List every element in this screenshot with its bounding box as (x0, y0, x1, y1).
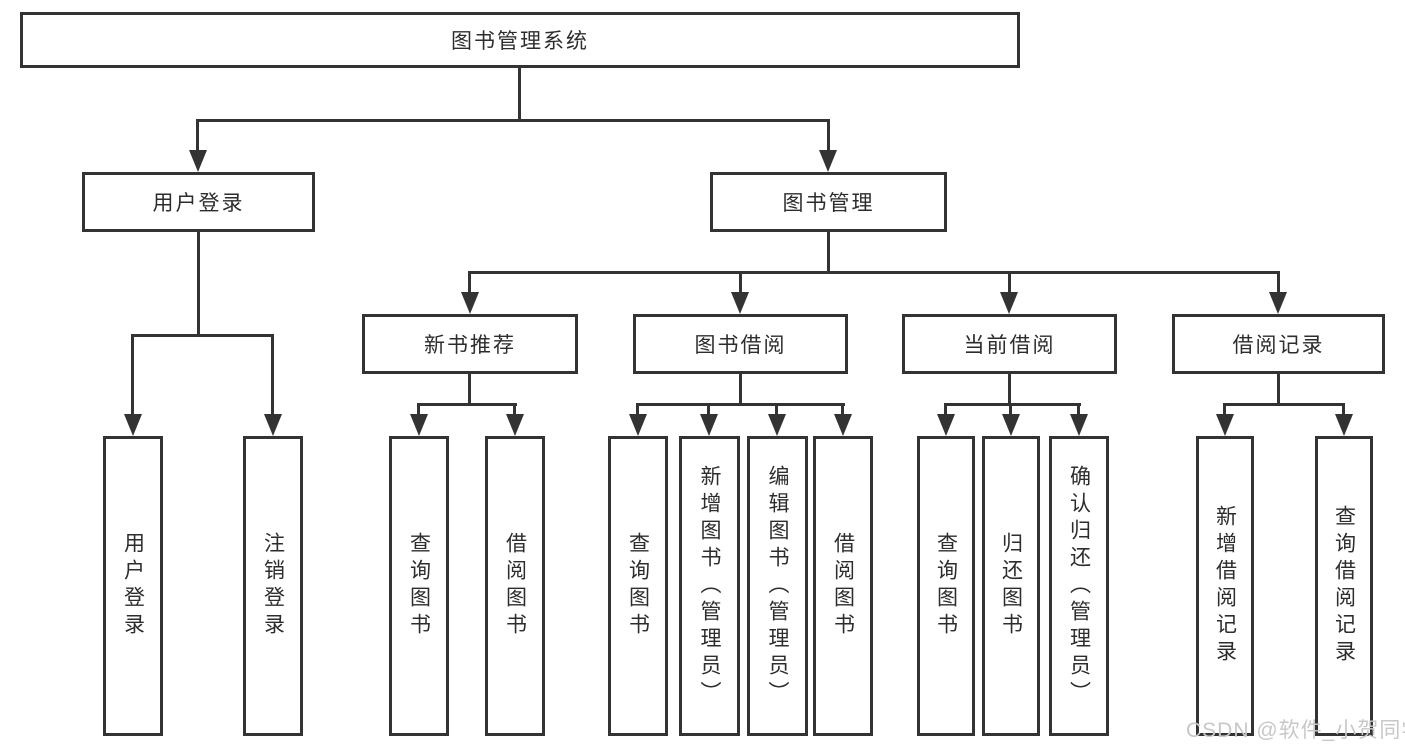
arrowhead-recommend-query (410, 414, 428, 436)
connector-root-stem (518, 68, 521, 122)
node-book-management: 图书管理 (710, 172, 947, 232)
connector-recommend-hline (417, 403, 517, 406)
arrowhead-book-borrow (731, 292, 749, 314)
connector-records-drop1 (1223, 403, 1226, 416)
arrowhead-borrow-add (700, 414, 718, 436)
arrowhead-book-management (819, 150, 837, 172)
arrowhead-borrow-edit (768, 414, 786, 436)
connector-records-stem (1277, 374, 1280, 406)
connector-recommend-drop1 (417, 403, 420, 416)
connector-borrow-drop3 (775, 403, 778, 416)
node-user-login: 用户登录 (82, 172, 315, 232)
connector-current-stem (1008, 374, 1011, 406)
csdn-watermark: CSDN @软件_小贺同学 (1186, 719, 1405, 742)
connector-root-hline (197, 119, 830, 122)
arrowhead-leaf-login (124, 414, 142, 436)
connector-current-drop2 (1009, 403, 1012, 416)
arrowhead-current-confirm (1070, 414, 1088, 436)
leaf-current-return-book: 归还图书 (982, 436, 1040, 736)
node-library-system: 图书管理系统 (20, 12, 1020, 68)
leaf-records-add-record: 新增借阅记录 (1196, 436, 1254, 736)
arrowhead-current-query (937, 414, 955, 436)
connector-recommend-stem (468, 374, 471, 406)
connector-borrow-drop2 (707, 403, 710, 416)
leaf-borrow-add-book-admin: 新增图书（管理员） (679, 436, 740, 736)
arrowhead-recommend-borrow (506, 414, 524, 436)
leaf-borrow-query-book: 查询图书 (608, 436, 668, 736)
connector-root-drop-right (827, 119, 830, 153)
leaf-current-confirm-return-admin: 确认归还（管理员） (1049, 436, 1109, 736)
connector-recommend-drop2 (513, 403, 516, 416)
arrowhead-records-query (1335, 414, 1353, 436)
arrowhead-leaf-logout (264, 414, 282, 436)
connector-userlogin-stem (197, 232, 200, 337)
connector-bookmgmt-drop2 (739, 271, 742, 294)
connector-records-hline (1223, 403, 1345, 406)
node-new-book-recommend: 新书推荐 (362, 314, 578, 374)
leaf-borrow-borrow-book: 借阅图书 (813, 436, 873, 736)
leaf-recommend-borrow-book: 借阅图书 (485, 436, 545, 736)
leaf-records-query-record: 查询借阅记录 (1315, 436, 1373, 736)
arrowhead-user-login (189, 150, 207, 172)
connector-bookmgmt-drop1 (468, 271, 471, 294)
connector-current-drop1 (944, 403, 947, 416)
connector-root-drop-left (196, 119, 199, 153)
leaf-recommend-query-book: 查询图书 (389, 436, 449, 736)
connector-bookmgmt-drop4 (1277, 271, 1280, 294)
connector-current-drop3 (1077, 403, 1080, 416)
leaf-logout: 注销登录 (243, 436, 303, 736)
connector-bookmgmt-drop3 (1008, 271, 1011, 294)
connector-current-hline (944, 403, 1081, 406)
arrowhead-borrow-query (629, 414, 647, 436)
connector-bookmgmt-hline (469, 271, 1280, 274)
leaf-borrow-edit-book-admin: 编辑图书（管理员） (747, 436, 808, 736)
connector-borrow-stem (739, 374, 742, 406)
arrowhead-borrow-records (1269, 292, 1287, 314)
connector-borrow-drop4 (841, 403, 844, 416)
arrowhead-records-add (1216, 414, 1234, 436)
connector-userlogin-hline (132, 334, 274, 337)
connector-userlogin-drop1 (131, 334, 134, 416)
arrowhead-current-borrow (1000, 292, 1018, 314)
node-current-borrow: 当前借阅 (902, 314, 1117, 374)
node-borrow-records: 借阅记录 (1172, 314, 1385, 374)
node-book-borrow: 图书借阅 (633, 314, 848, 374)
connector-userlogin-drop2 (271, 334, 274, 416)
connector-borrow-hline (636, 403, 845, 406)
arrowhead-borrow-borrow (834, 414, 852, 436)
connector-borrow-drop1 (636, 403, 639, 416)
arrowhead-current-return (1002, 414, 1020, 436)
leaf-current-query-book: 查询图书 (917, 436, 975, 736)
arrowhead-new-book-recommend (461, 292, 479, 314)
leaf-user-login: 用户登录 (103, 436, 163, 736)
connector-bookmgmt-stem (827, 232, 830, 274)
connector-records-drop2 (1342, 403, 1345, 416)
